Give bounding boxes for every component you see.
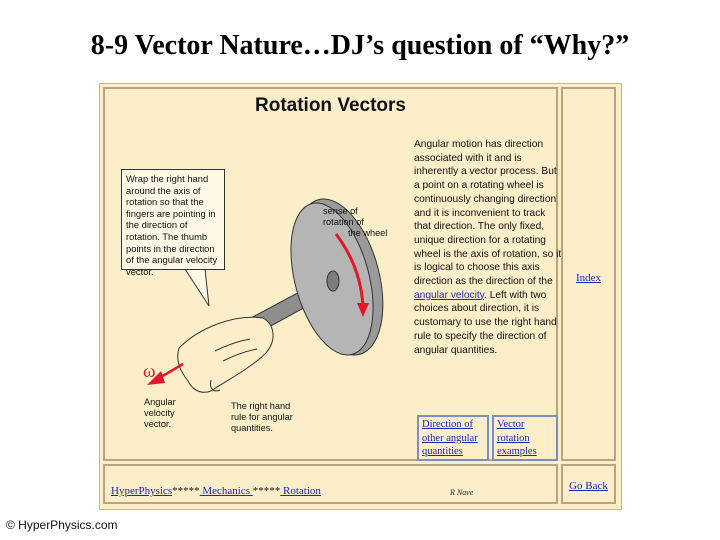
- rotation-arrow: [334, 233, 365, 308]
- mechanics-link[interactable]: Mechanics: [199, 485, 253, 497]
- rotation-link[interactable]: Rotation: [280, 485, 321, 497]
- sidebar-panel: Index: [561, 87, 616, 461]
- footer-stars: *****: [172, 485, 200, 497]
- go-back-panel: Go Back: [561, 464, 616, 504]
- vector-label-line: Angular: [144, 397, 176, 407]
- related-link-line[interactable]: examples: [497, 446, 537, 457]
- explanation-text: Angular motion has direction associated …: [414, 138, 562, 357]
- hyperphysics-page: Rotation Vectors: [99, 83, 622, 510]
- related-link-line[interactable]: quantities: [422, 446, 463, 457]
- author-credit: R Nave: [450, 488, 474, 497]
- finger-line: [214, 338, 251, 352]
- page-heading: Rotation Vectors: [255, 95, 406, 116]
- sense-label-line: rotation of: [323, 217, 364, 227]
- related-link-line[interactable]: rotation: [497, 432, 530, 444]
- angular-velocity-vector: [160, 362, 184, 379]
- hyperphysics-link[interactable]: HyperPhysics: [111, 485, 173, 497]
- footer-stars: *****: [252, 485, 281, 497]
- right-hand-rule-diagram: ω sense of rotation of the wheel Angular…: [143, 198, 387, 433]
- callout-pointer: [184, 268, 210, 307]
- right-hand-rule-callout: Wrap the right hand around the axis of r…: [121, 169, 225, 277]
- vector-arrowhead: [147, 371, 165, 385]
- index-link[interactable]: Index: [575, 272, 602, 284]
- omega-symbol: ω: [143, 361, 156, 382]
- rule-label-line: rule for angular: [231, 412, 293, 422]
- vector-label-line: vector.: [144, 419, 171, 429]
- wheel-hub: [326, 270, 340, 292]
- go-back-link[interactable]: Go Back: [569, 480, 608, 492]
- related-link-line[interactable]: Direction of: [422, 419, 474, 430]
- rule-label-line: The right hand: [231, 401, 290, 411]
- explanation-text-part: . Left with two choices about direction,…: [414, 289, 557, 356]
- rotation-arrowhead: [357, 303, 369, 317]
- explanation-text-part: Angular motion has direction associated …: [414, 139, 562, 288]
- angular-velocity-link[interactable]: angular velocity: [414, 289, 485, 301]
- related-link-line[interactable]: other angular: [422, 432, 478, 444]
- slide-title: 8-9 Vector Nature…DJ’s question of “Why?…: [90, 30, 630, 61]
- footer-panel: HyperPhysics***** Mechanics ***** Rotati…: [103, 464, 558, 504]
- rule-label-line: quantities.: [231, 423, 273, 433]
- vector-rotation-examples-link[interactable]: Vector rotation examples: [492, 415, 558, 461]
- hand: [177, 316, 274, 393]
- copyright-notice: © HyperPhysics.com: [6, 518, 118, 532]
- thumb-line: [210, 379, 221, 392]
- vector-label-line: velocity: [144, 408, 175, 418]
- finger-line: [222, 348, 258, 362]
- related-link-line[interactable]: Vector: [497, 419, 525, 430]
- main-content-panel: Rotation Vectors: [103, 87, 561, 461]
- direction-of-other-angular-quantities-link[interactable]: Direction of other angular quantities: [417, 415, 489, 461]
- sense-label-line: the wheel: [348, 228, 387, 238]
- sense-label-line: sense of: [323, 206, 358, 216]
- footer-breadcrumb: HyperPhysics***** Mechanics ***** Rotati…: [111, 485, 321, 497]
